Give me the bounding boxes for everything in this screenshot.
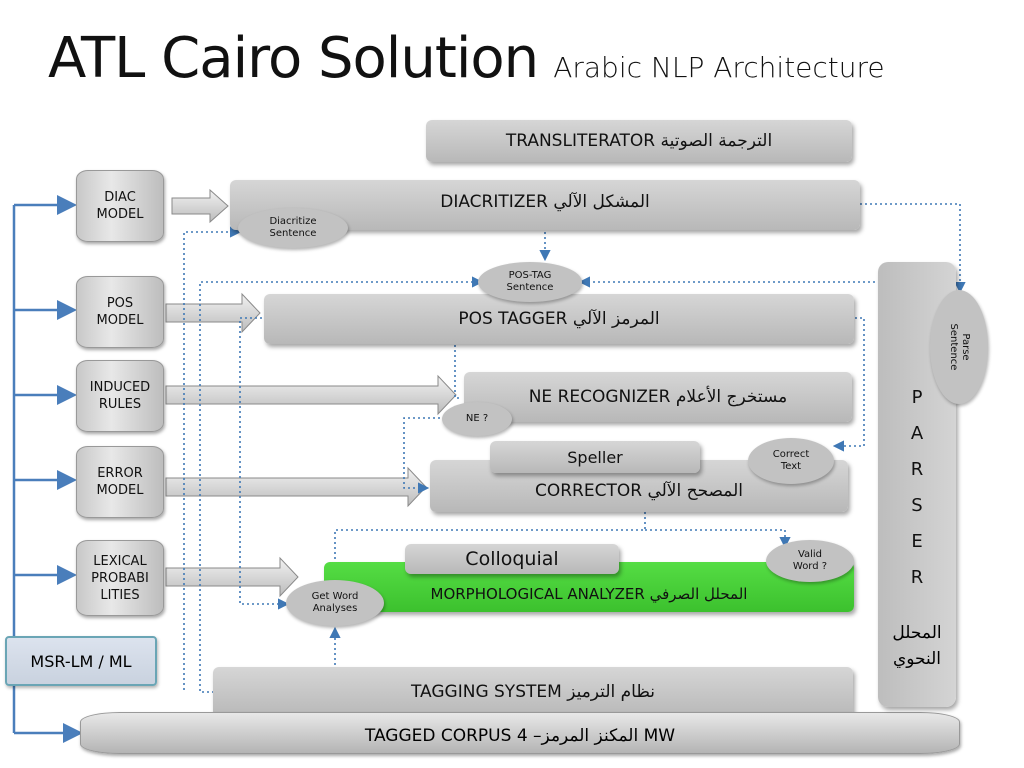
parser-arabic-label: المحلل النحوي bbox=[892, 623, 942, 669]
ne-recognizer-box: NE RECOGNIZER مستخرج الأعلام bbox=[464, 372, 852, 422]
tagged-corpus-box: TAGGED CORPUS المكنز المرمز– 4 MW bbox=[80, 712, 960, 754]
title-main: ATL Cairo Solution bbox=[48, 26, 539, 91]
get-word-analyses-label: Get Word Analyses bbox=[311, 591, 359, 614]
diacritizer-label: DIACRITIZER المشكل الآلي bbox=[440, 192, 650, 212]
pos-tag-sentence-label: POS-TAG Sentence bbox=[506, 270, 554, 293]
parser-letter: S bbox=[911, 495, 923, 516]
get-word-analyses-bubble: Get Word Analyses bbox=[286, 580, 384, 626]
diac-model-label: DIAC MODEL bbox=[96, 190, 144, 222]
parser-letters: P A R S E R bbox=[878, 380, 956, 596]
error-model-cylinder: ERROR MODEL bbox=[76, 446, 164, 518]
ne-question-bubble: NE ? bbox=[442, 402, 512, 436]
parser-letter: P bbox=[911, 387, 923, 408]
parser-letter: R bbox=[910, 459, 924, 480]
valid-word-bubble: Valid Word ? bbox=[766, 540, 854, 582]
transliterator-label: TRANSLITERATOR الترجمة الصوتية bbox=[505, 131, 773, 151]
tagging-system-box: TAGGING SYSTEM نظام الترميز bbox=[213, 667, 853, 717]
transliterator-box: TRANSLITERATOR الترجمة الصوتية bbox=[426, 120, 852, 162]
correct-text-bubble: Correct Text bbox=[748, 438, 834, 484]
pos-tag-sentence-bubble: POS-TAG Sentence bbox=[478, 262, 582, 302]
speller-box: Speller bbox=[490, 441, 700, 473]
parser-letter: R bbox=[910, 567, 924, 588]
ne-question-label: NE ? bbox=[465, 413, 489, 424]
morphological-analyzer-label: MORPHOLOGICAL ANALYZER المحلل الصرفي bbox=[430, 585, 748, 603]
parse-sentence-label: Parse Sentence bbox=[948, 323, 971, 371]
correct-text-label: Correct Text bbox=[772, 449, 810, 472]
ne-recognizer-label: NE RECOGNIZER مستخرج الأعلام bbox=[528, 387, 788, 407]
lexical-probabilities-label: LEXICAL PROBABI LITIES bbox=[91, 553, 149, 603]
pos-tagger-box: POS TAGGER المرمز الآلي bbox=[264, 294, 854, 344]
msr-lm-label: MSR-LM / ML bbox=[30, 651, 132, 671]
lexical-probabilities-cylinder: LEXICAL PROBABI LITIES bbox=[76, 540, 164, 616]
valid-word-label: Valid Word ? bbox=[792, 549, 828, 572]
tagged-corpus-label: TAGGED CORPUS المكنز المرمز– 4 MW bbox=[364, 726, 676, 746]
parser-letter: E bbox=[911, 531, 923, 552]
colloquial-label: Colloquial bbox=[465, 548, 559, 570]
title-subtitle: Arabic NLP Architecture bbox=[553, 51, 885, 84]
diacritize-sentence-bubble: Diacritize Sentence bbox=[238, 208, 348, 248]
msr-lm-box: MSR-LM / ML bbox=[5, 636, 157, 686]
parse-sentence-bubble: Parse Sentence bbox=[930, 290, 988, 404]
induced-rules-cylinder: INDUCED RULES bbox=[76, 360, 164, 432]
pos-model-label: POS MODEL bbox=[96, 296, 144, 328]
page-title: ATL Cairo Solution Arabic NLP Architectu… bbox=[48, 26, 885, 91]
diac-model-cylinder: DIAC MODEL bbox=[76, 170, 164, 242]
corrector-label: CORRECTOR المصحح الآلي bbox=[534, 481, 744, 501]
induced-rules-label: INDUCED RULES bbox=[89, 380, 151, 412]
error-model-label: ERROR MODEL bbox=[96, 466, 144, 498]
parser-letter: A bbox=[910, 423, 924, 444]
pos-tagger-label: POS TAGGER المرمز الآلي bbox=[458, 309, 660, 329]
colloquial-box: Colloquial bbox=[405, 544, 619, 574]
speller-label: Speller bbox=[567, 447, 623, 467]
pos-model-cylinder: POS MODEL bbox=[76, 276, 164, 348]
diacritize-sentence-label: Diacritize Sentence bbox=[269, 216, 317, 239]
tagging-system-label: TAGGING SYSTEM نظام الترميز bbox=[410, 682, 656, 702]
